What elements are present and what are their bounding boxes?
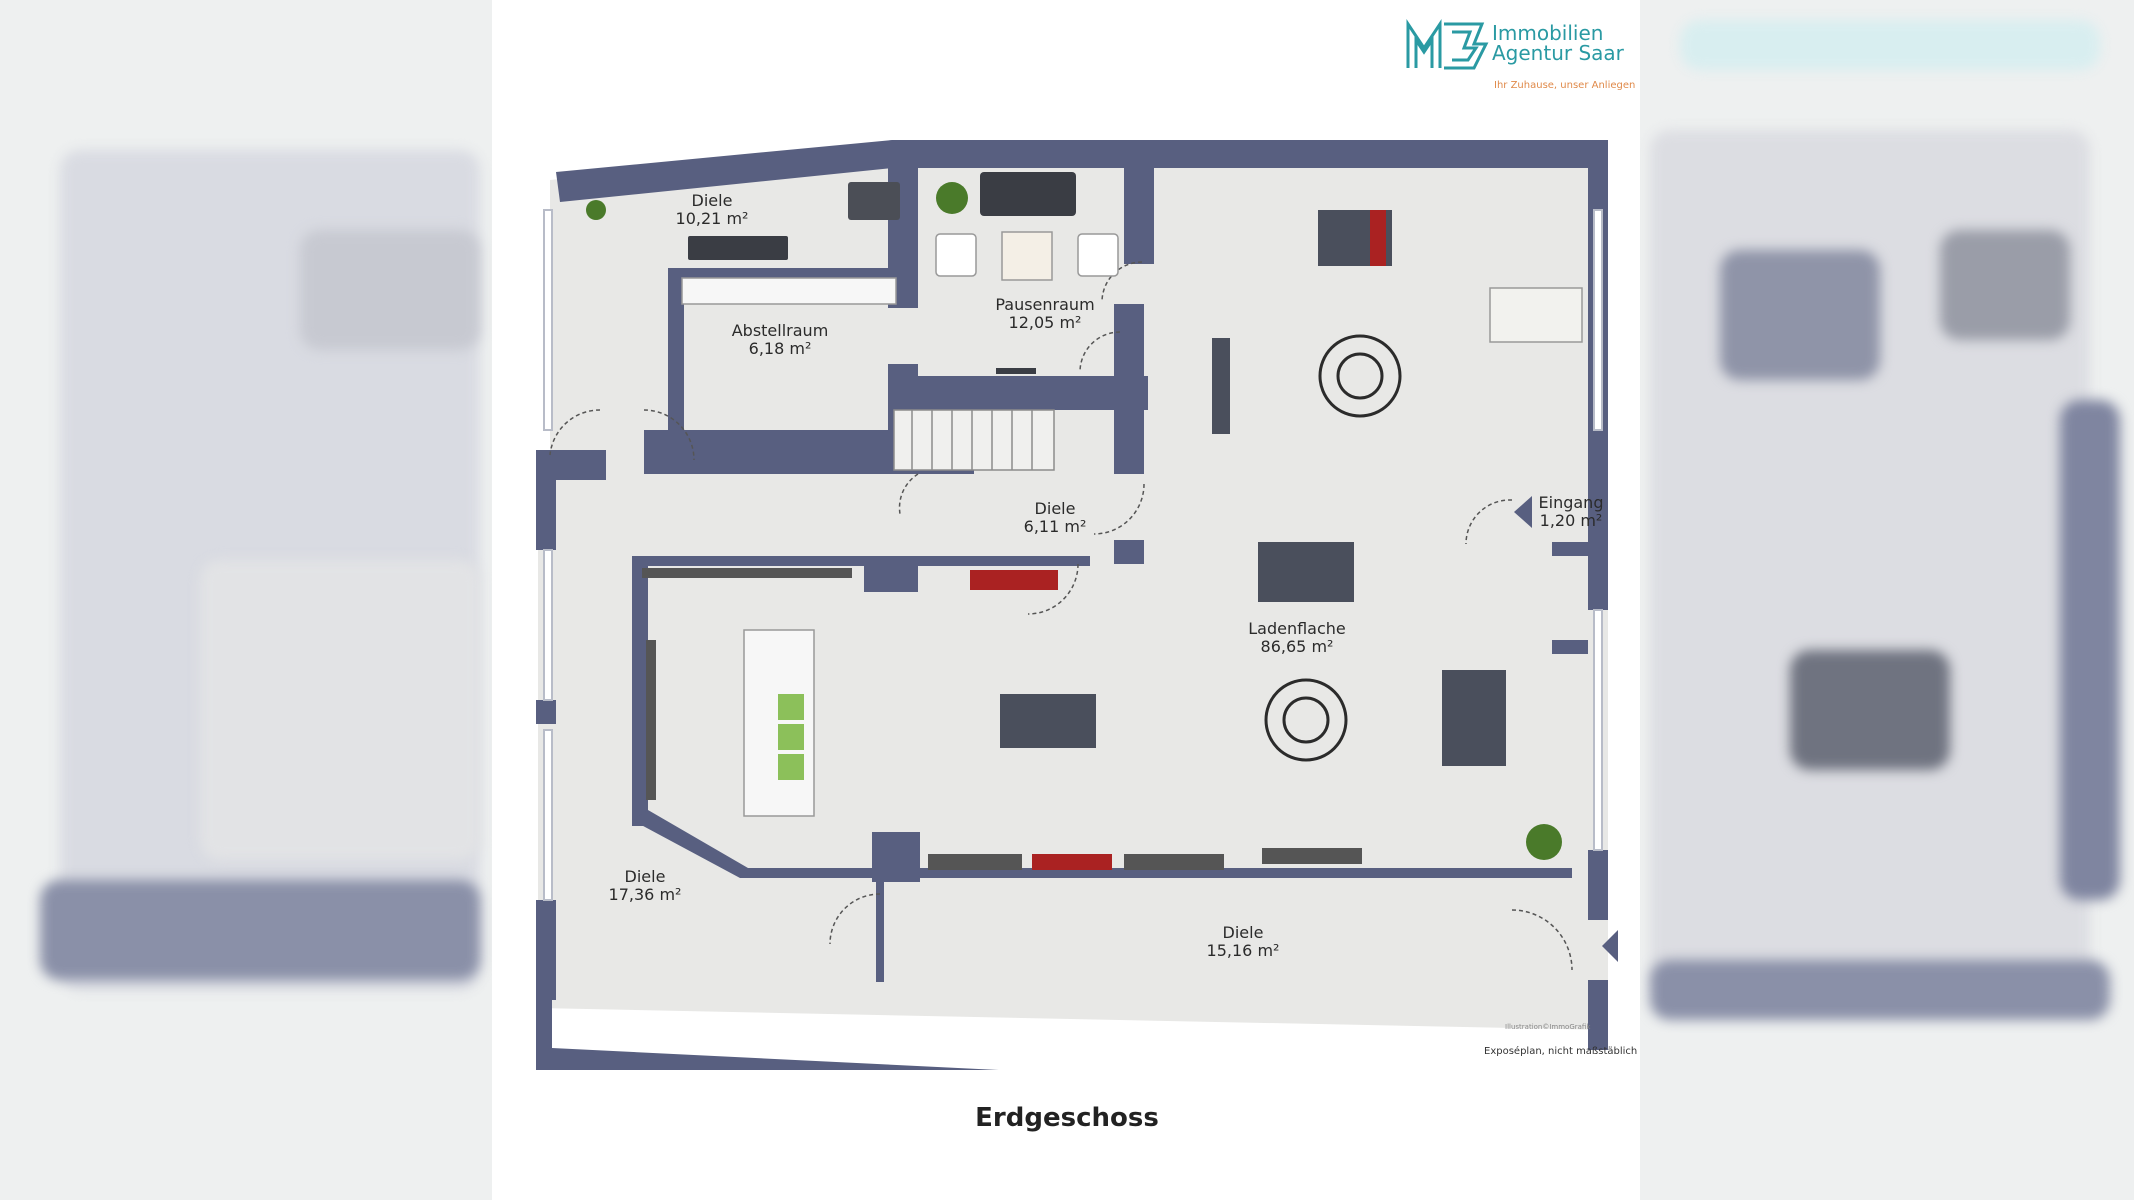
- room-diele-3: Diele 17,36 m²: [609, 868, 682, 904]
- logo-icon: [1406, 19, 1489, 70]
- brand-line2: Agentur Saar: [1492, 41, 1624, 65]
- room-area: 10,21 m²: [675, 209, 749, 228]
- room-name: Pausenraum: [995, 295, 1095, 314]
- room-area: 17,36 m²: [608, 885, 682, 904]
- room-name: Diele: [624, 867, 666, 886]
- room-name: Eingang: [1538, 493, 1604, 512]
- display-racks: [1264, 334, 1402, 762]
- room-area: 86,65 m²: [1260, 637, 1334, 656]
- room-name: Abstellraum: [731, 321, 829, 340]
- room-area: 6,18 m²: [748, 339, 812, 358]
- room-diele-2: Diele 6,11 m²: [1024, 500, 1087, 536]
- furniture: [688, 172, 1076, 374]
- blurred-background-right: [1640, 0, 2134, 1200]
- windows: [543, 209, 1603, 901]
- floor-plan: [536, 140, 1618, 1070]
- floor-caption: Erdgeschoss: [975, 1103, 1159, 1133]
- room-area: 12,05 m²: [1008, 313, 1082, 332]
- room-name: Diele: [1222, 923, 1264, 942]
- room-eingang: Eingang 1,20 m²: [1539, 494, 1604, 530]
- room-diele-1: Diele 10,21 m²: [676, 192, 749, 228]
- room-ladenflache: Ladenflache 86,65 m²: [1248, 620, 1346, 656]
- room-pausenraum: Pausenraum 12,05 m²: [995, 296, 1094, 332]
- room-name: Diele: [1034, 499, 1076, 518]
- brand-line1: Immobilien: [1492, 21, 1604, 45]
- room-name: Diele: [691, 191, 733, 210]
- brand-tagline: Ihr Zuhause, unser Anliegen: [1494, 80, 1636, 91]
- room-area: 15,16 m²: [1206, 941, 1280, 960]
- room-diele-4: Diele 15,16 m²: [1207, 924, 1280, 960]
- staircase: [893, 409, 1055, 471]
- illustration-credit: Illustration©ImmoGrafik: [1505, 1023, 1591, 1031]
- blurred-background-left: [0, 0, 492, 1200]
- scale-note: Exposéplan, nicht maßstäblich: [1484, 1046, 1638, 1057]
- room-abstellraum: Abstellraum 6,18 m²: [732, 322, 829, 358]
- room-name: Ladenflache: [1248, 619, 1346, 638]
- plants: [586, 182, 1562, 860]
- room-area: 6,11 m²: [1023, 517, 1087, 536]
- entrance-arrows: [1514, 496, 1618, 962]
- room-area: 1,20 m²: [1539, 511, 1603, 530]
